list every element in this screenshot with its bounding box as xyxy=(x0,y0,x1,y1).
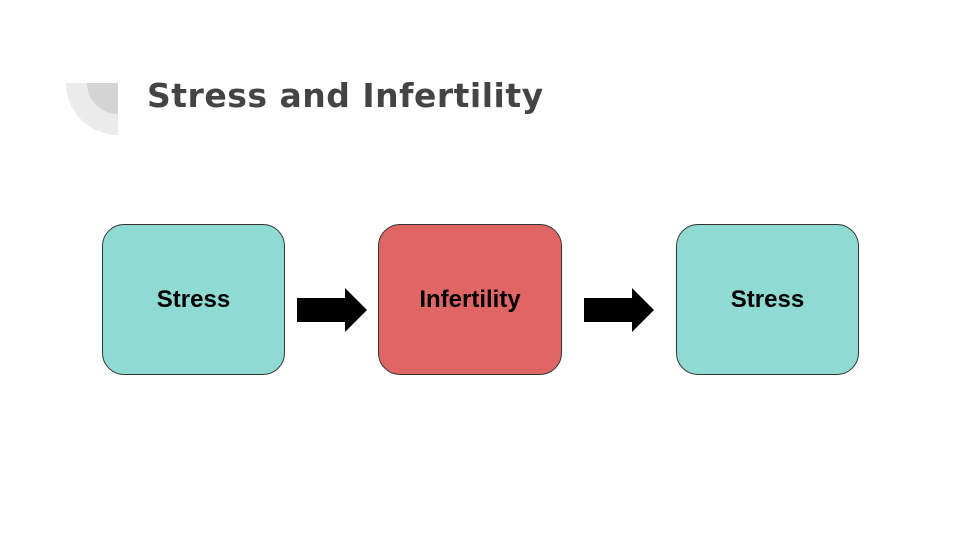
box-stress-1: Stress xyxy=(102,224,285,375)
decorative-inner-quarter-circle xyxy=(87,83,118,114)
right-arrow-icon xyxy=(584,288,654,332)
box-label: Stress xyxy=(730,285,805,313)
box-stress-2: Stress xyxy=(676,224,859,375)
right-arrow-icon xyxy=(297,288,367,332)
box-infertility: Infertility xyxy=(378,224,562,375)
box-label: Stress xyxy=(156,285,231,313)
slide-title: Stress and Infertility xyxy=(147,76,544,115)
decorative-quarter-circle xyxy=(66,83,118,135)
box-label: Infertility xyxy=(419,285,521,313)
